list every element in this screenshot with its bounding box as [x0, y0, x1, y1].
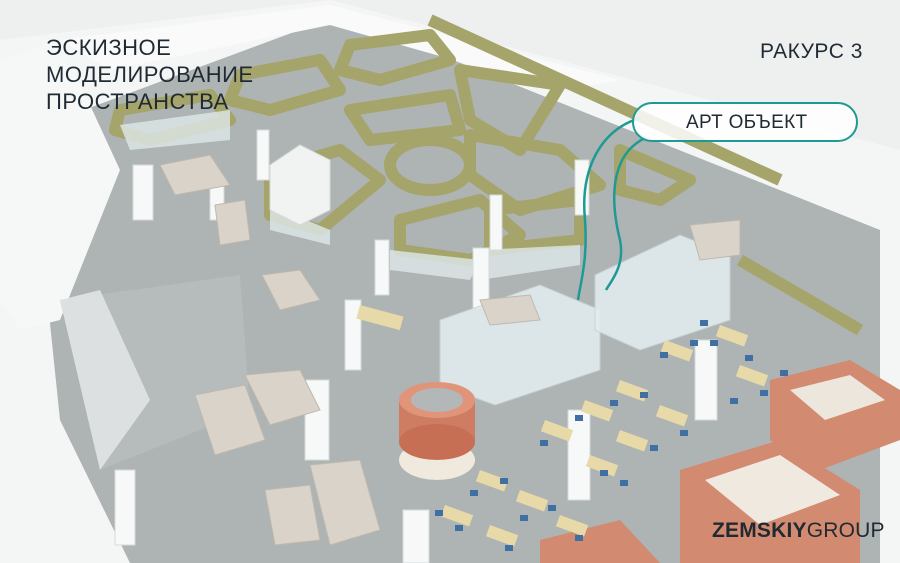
brand-logo: ZEMSKIYGROUP [712, 519, 885, 543]
art-object-callout: АРТ ОБЪЕКТ [632, 102, 858, 142]
columns [114, 129, 718, 563]
cafe-tables [356, 305, 788, 551]
page-title: ЭСКИЗНОЕ МОДЕЛИРОВАНИЕ ПРОСТРАНСТВА [46, 34, 254, 115]
title-line-3: ПРОСТРАНСТВА [46, 89, 229, 114]
title-line-2: МОДЕЛИРОВАНИЕ [46, 62, 254, 87]
bleacher-seating [159, 154, 741, 546]
view-label: РАКУРС 3 [760, 40, 863, 63]
callout-leader-lines [576, 116, 646, 301]
greenery-planters [109, 14, 864, 336]
title-line-1: ЭСКИЗНОЕ [46, 35, 172, 60]
callout-label: АРТ ОБЪЕКТ [686, 112, 808, 133]
terracotta-blocks [540, 360, 900, 563]
art-object-ring [399, 382, 475, 480]
brand-regular: GROUP [806, 519, 885, 542]
glass-pavilions [269, 144, 731, 406]
brand-bold: ZEMSKIY [712, 519, 807, 542]
